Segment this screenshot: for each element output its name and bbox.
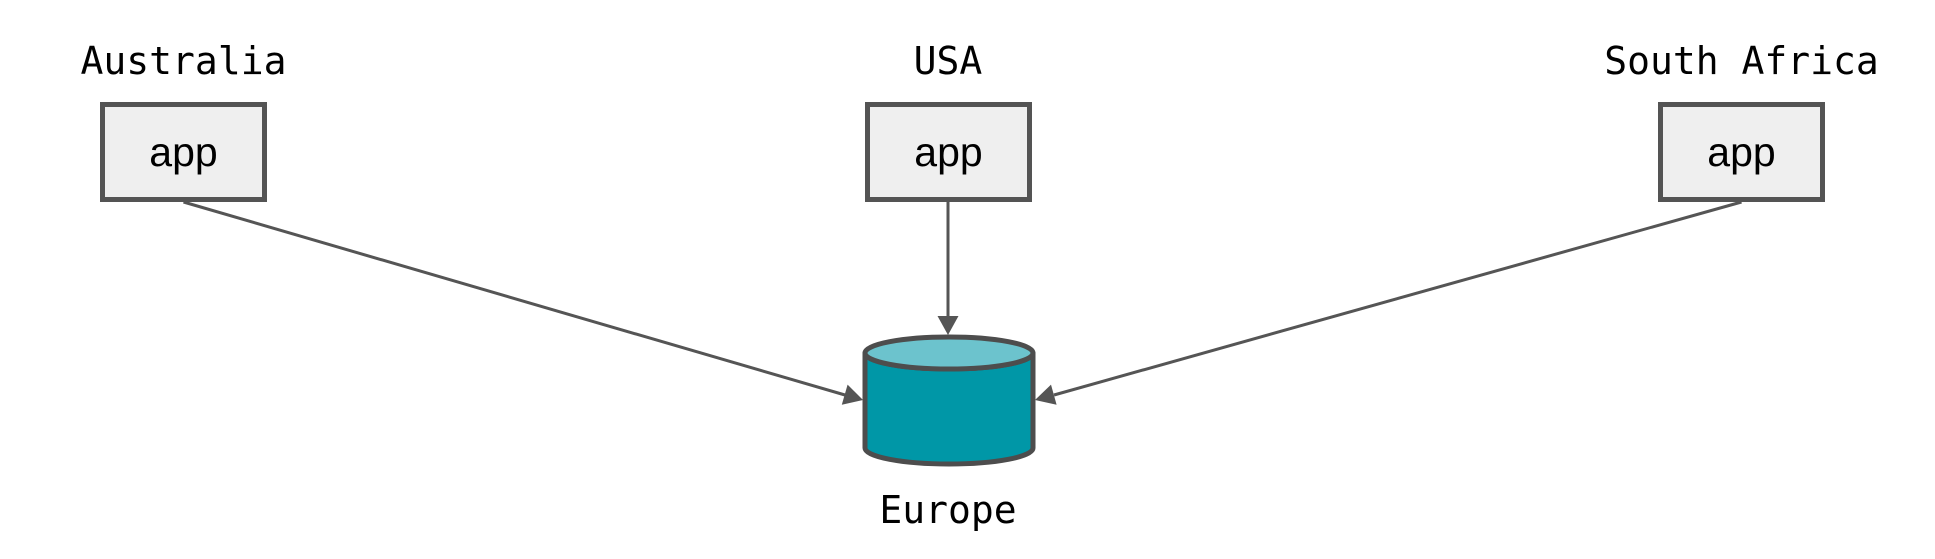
arrowhead-australia-to-europe-icon	[841, 384, 863, 405]
label-europe: Europe	[879, 488, 1017, 532]
node-south-africa-app-label: app	[1707, 128, 1776, 175]
node-usa-app: app	[865, 102, 1032, 202]
arrowhead-usa-to-europe-icon	[937, 316, 959, 335]
label-south-africa: South Africa	[1604, 39, 1879, 83]
cylinder-top	[862, 334, 1036, 372]
node-australia-app: app	[100, 102, 267, 202]
arrowhead-south-africa-to-europe-icon	[1035, 384, 1057, 405]
edge-australia-to-europe	[183, 200, 846, 397]
node-australia-app-label: app	[149, 128, 218, 175]
label-australia: Australia	[80, 39, 287, 83]
label-usa: USA	[913, 39, 983, 83]
cylinder-europe	[862, 334, 1036, 467]
node-usa-app-label: app	[914, 128, 983, 175]
edge-south-africa-to-europe	[1053, 200, 1742, 397]
node-south-africa-app: app	[1658, 102, 1825, 202]
